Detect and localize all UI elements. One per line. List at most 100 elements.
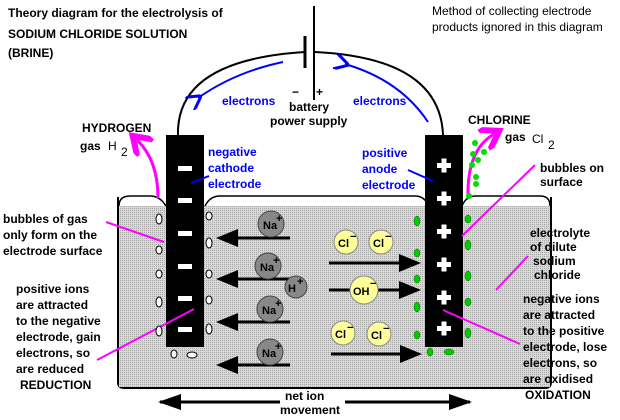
electron-flow-arrow-left xyxy=(198,61,284,98)
text-line: negative ions xyxy=(523,292,600,306)
anion-arrow xyxy=(331,345,422,363)
anode-signs xyxy=(437,158,451,336)
hydrogen-subscript: 2 xyxy=(121,145,128,159)
chloride-ion: Cl − xyxy=(333,229,359,255)
diagram-subtitle: SODIUM CHLORIDE SOLUTION xyxy=(8,27,187,41)
ion-charge: − xyxy=(385,231,391,243)
chlorine-gas-label: gas xyxy=(505,130,526,144)
chlorine-bubbles xyxy=(413,214,472,357)
ion-charge: − xyxy=(347,322,353,334)
text-line: electrons, so xyxy=(523,356,597,370)
anode-label-line-3: electrode xyxy=(362,178,416,192)
chlorine-subscript: 2 xyxy=(548,138,555,152)
sodium-ion-group: Na + xyxy=(216,338,290,374)
text-line: REDUCTION xyxy=(20,378,91,392)
chlorine-formula: Cl xyxy=(532,132,543,146)
hydrogen-gas-label: gas xyxy=(80,139,101,153)
electrolyte-pointer xyxy=(495,255,529,291)
chlorine-gas-bubbles xyxy=(466,140,487,199)
text-line: bubbles of gas xyxy=(3,212,88,226)
hydrogen-ion: H + xyxy=(284,275,308,299)
chlorine-label: CHLORINE xyxy=(468,113,531,127)
chlorine-gas-arrow xyxy=(466,134,494,197)
anion-arrow xyxy=(329,254,421,272)
ion-charge: − xyxy=(383,323,389,335)
diagram-title: Theory diagram for the electrolysis of xyxy=(8,6,224,20)
electrons-label-right: electrons xyxy=(353,94,407,108)
text-line: are attracted xyxy=(16,298,88,312)
plus-sign xyxy=(437,191,451,206)
ion-symbol: Na xyxy=(263,220,278,232)
ion-symbol: Cl xyxy=(371,330,382,342)
net-ion-movement-label: movement xyxy=(280,403,340,417)
minus-sign xyxy=(178,296,192,301)
ion-charge: + xyxy=(297,276,303,288)
hydroxide-ion-group: OH − xyxy=(329,275,421,305)
bubbles-of-gas-pointer xyxy=(105,221,165,243)
cathode-label-line-3: electrode xyxy=(208,177,262,191)
bubbles-on-surface-pointer xyxy=(461,164,536,237)
cathode-signs xyxy=(178,166,192,332)
note-line-1: Method of collecting electrode xyxy=(432,4,592,18)
text-line: electrode, lose xyxy=(523,340,607,354)
sodium-ion-group: Na + xyxy=(216,295,290,331)
anode-label-line-2: anode xyxy=(362,162,398,176)
ion-symbol: Cl xyxy=(373,238,384,250)
sodium-ion-group: Na + xyxy=(216,252,290,288)
text-line: are attracted xyxy=(523,308,595,322)
ion-symbol: Na xyxy=(262,305,277,317)
battery-label: battery xyxy=(289,100,329,114)
text-line: electrode surface xyxy=(3,244,103,258)
text-line: OXIDATION xyxy=(525,388,591,402)
negative-ions-pointer xyxy=(442,309,521,345)
cathode-label-line-1: negative xyxy=(208,145,257,159)
text-line: only form on the xyxy=(3,228,97,242)
net-ion-movement-arrow xyxy=(158,394,472,410)
minus-sign xyxy=(178,166,192,171)
chloride-ion: Cl − xyxy=(330,320,356,346)
ion-charge: + xyxy=(276,213,282,225)
electrolyte-label-1: electrolyte xyxy=(530,226,590,240)
note-line-2: products ignored in this diagram xyxy=(432,20,603,34)
minus-sign xyxy=(178,264,192,269)
sodium-ion-group: Na + xyxy=(216,210,290,247)
text-line: to the negative xyxy=(16,314,101,328)
chloride-ion: Cl − xyxy=(366,321,392,347)
battery-plus-sign: + xyxy=(316,85,323,99)
bubbles-on-surface-label-2: surface xyxy=(540,175,583,189)
electrolyte-label-4: chloride xyxy=(534,268,581,282)
bubbles-on-surface-label: bubbles on xyxy=(540,161,604,175)
text-line: electrode, gain xyxy=(16,330,101,344)
anode-label-line-1: positive xyxy=(362,146,408,160)
hydrogen-formula: H xyxy=(108,139,117,153)
plus-sign xyxy=(437,224,451,239)
battery-symbol xyxy=(303,6,315,100)
plus-sign xyxy=(437,321,451,336)
ion-symbol: Cl xyxy=(338,238,349,250)
hydrogen-label: HYDROGEN xyxy=(82,121,151,135)
electron-flow-arrow-right xyxy=(345,64,429,123)
electrolyte-label-3: sodium xyxy=(533,254,576,268)
text-line: are reduced xyxy=(16,362,84,376)
plus-sign xyxy=(437,257,451,272)
minus-sign xyxy=(178,231,192,236)
hydrogen-gas-arrow xyxy=(137,140,160,199)
negative-ions-explanation: negative ions are attracted to the posit… xyxy=(523,292,607,402)
ion-charge: − xyxy=(370,278,376,290)
ion-symbol: OH xyxy=(353,286,370,298)
plus-sign xyxy=(437,158,451,173)
text-line: electrons, so xyxy=(16,346,90,360)
electrons-label-left: electrons xyxy=(222,94,276,108)
bubbles-of-gas-label: bubbles of gas only form on the electrod… xyxy=(3,212,103,258)
minus-sign xyxy=(178,198,192,203)
diagram-subtitle-brine: (BRINE) xyxy=(8,46,53,60)
text-line: to the positive xyxy=(523,324,605,338)
hydrogen-bubbles xyxy=(155,211,213,359)
anode-pointer xyxy=(407,169,434,182)
power-supply-label: power supply xyxy=(270,114,348,128)
ion-symbol: Na xyxy=(260,262,275,274)
plus-sign xyxy=(437,290,451,305)
cathode-label-line-2: cathode xyxy=(208,161,254,175)
ion-charge: + xyxy=(275,341,281,353)
